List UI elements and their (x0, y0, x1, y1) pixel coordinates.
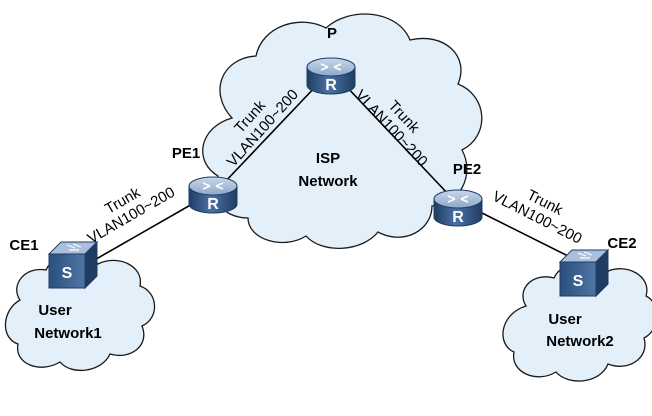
user-network1-label-line1: User (38, 302, 72, 319)
switch-glyph: S (573, 273, 584, 290)
switch-icon (558, 248, 610, 298)
user-network1-label-line2: Network1 (34, 325, 102, 342)
router-glyph: R (207, 196, 219, 213)
router-glyph: R (452, 209, 464, 226)
node-label-ce2: CE2 (607, 235, 636, 252)
isp-cloud-label-line2: Network (298, 173, 358, 190)
link-label-pe2-ce2: Trunk VLAN100~200 (490, 186, 585, 247)
router-glyph: R (325, 77, 337, 94)
link-ce1-pe1 (83, 202, 195, 267)
node-label-p: P (327, 25, 337, 42)
switch-ce1[interactable]: S (47, 240, 99, 290)
node-label-ce1: CE1 (9, 237, 38, 254)
isp-cloud-label-line1: ISP (316, 150, 340, 167)
router-pe2[interactable]: R (433, 189, 483, 227)
router-pe1[interactable]: R (188, 176, 238, 214)
switch-glyph: S (62, 265, 73, 282)
router-icon (188, 176, 238, 214)
link-pe1-p (221, 83, 319, 186)
router-icon (306, 57, 356, 95)
user-network2-label-line1: User (548, 311, 582, 328)
user-network2-label-line2: Network2 (546, 333, 614, 350)
isp-network-cloud (202, 13, 483, 249)
node-label-pe2: PE2 (453, 161, 481, 178)
link-p-pe2 (343, 83, 451, 197)
link-pe2-ce2 (475, 209, 581, 263)
link-label-ce1-pe1: Trunk VLAN100~200 (85, 184, 178, 248)
router-icon (433, 189, 483, 227)
switch-icon (47, 240, 99, 290)
node-label-pe1: PE1 (172, 145, 200, 162)
switch-ce2[interactable]: S (558, 248, 610, 298)
router-p[interactable]: R (306, 57, 356, 95)
